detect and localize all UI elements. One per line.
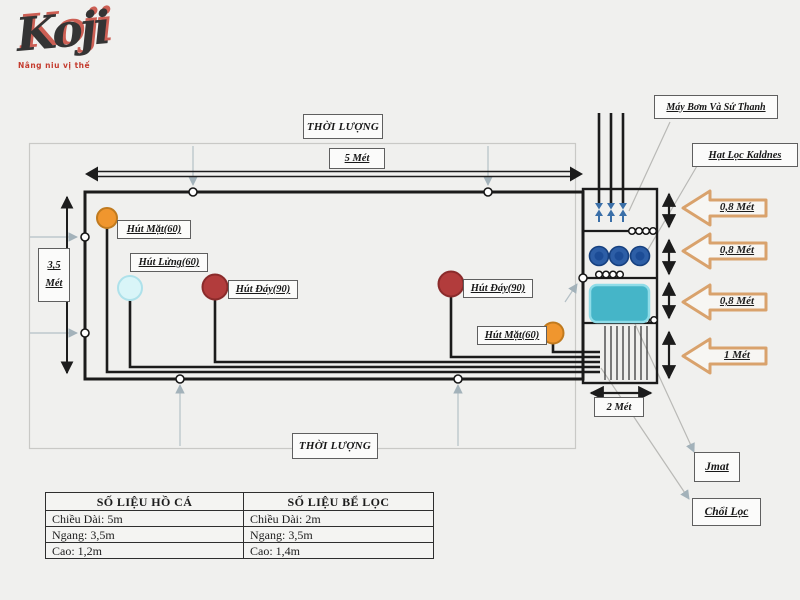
surface-drain-1-icon [96, 207, 118, 229]
pond-length-cell: Chiều Dài: 5m [45, 510, 244, 527]
duration-label-top: THỜI LƯỢNG [303, 114, 383, 139]
depth-arrow-1 [681, 189, 768, 227]
surface-drain-2-label: Hút Mặt(60) [477, 326, 547, 345]
spec-table-header-row: SỐ LIỆU HỒ CÁ SỐ LIỆU BỂ LỌC [45, 492, 434, 511]
duration-label-bottom: THỜI LƯỢNG [292, 433, 378, 459]
pond-width-value: 3,5 [47, 260, 61, 272]
brush-callout-label: Chổi Lọc [692, 498, 761, 526]
brush-pointer-line [600, 367, 690, 500]
bottom-drain-1-icon [201, 273, 229, 301]
length-arrow-right-head [570, 166, 583, 182]
depth-arrow-3-label: 0,8 Mét [719, 295, 755, 307]
depth-arrow-3 [681, 283, 768, 321]
filter-length-cell: Chiều Dài: 2m [243, 510, 434, 527]
spec-table-header-pond: SỐ LIỆU HỒ CÁ [45, 492, 244, 511]
pump-callout-label: Máy Bơm Và Sứ Thanh [654, 95, 778, 119]
spec-table-header-filter: SỐ LIỆU BỂ LỌC [243, 492, 434, 511]
depth-arrow-1-label: 0,8 Mét [719, 201, 755, 213]
pump-pointer-line [628, 121, 671, 212]
pond-length-label: 5 Mét [329, 148, 385, 169]
depth-arrow-2 [681, 232, 768, 270]
jmat-pad-icon [588, 283, 651, 324]
filter-height-cell: Cao: 1,4m [243, 542, 434, 559]
depth-arrow-4 [681, 337, 768, 375]
pond-height-cell: Cao: 1,2m [45, 542, 244, 559]
depth-arrow-2-label: 0,8 Mét [719, 244, 755, 256]
table-row: Ngang: 3,5m Ngang: 3,5m [45, 526, 434, 543]
bottom-drain-1-label: Hút Đáy(90) [228, 280, 298, 299]
drain-pipes [105, 226, 600, 374]
bottom-drain-2-icon [437, 270, 465, 298]
depth-block-arrows [681, 189, 768, 375]
pond-width-unit: Mét [45, 278, 63, 289]
bottom-drain-2-label: Hút Đáy(90) [463, 279, 533, 298]
length-arrow-left-head [85, 166, 98, 182]
koji-logo: Koji Koji Nâng niu vị thế [8, 0, 138, 80]
jmat-callout-label: Jmat [694, 452, 740, 482]
surface-drain-1-label: Hút Mặt(60) [117, 220, 191, 239]
pump-nozzle-icon [619, 203, 627, 216]
filter-brush-icons [604, 326, 648, 380]
pond-width-cell: Ngang: 3,5m [45, 526, 244, 543]
wall-guide-circles [80, 187, 493, 384]
pump-nozzle-icon [595, 203, 603, 216]
depth-arrow-4-label: 1 Mét [724, 349, 750, 361]
filter-box-outline [581, 187, 659, 385]
table-row: Cao: 1,2m Cao: 1,4m [45, 542, 434, 559]
logo-tagline: Nâng niu vị thế [18, 61, 91, 70]
filter-width-label: 2 Mét [594, 397, 644, 417]
pond-width-label: 3,5 Mét [38, 248, 70, 302]
filter-width-cell: Ngang: 3,5m [243, 526, 434, 543]
pump-nozzle-icon [607, 203, 615, 216]
pump-pipes [595, 113, 627, 222]
kaldnes-media-icons [588, 245, 651, 267]
table-row: Chiều Dài: 5m Chiều Dài: 2m [45, 510, 434, 527]
logo-wordmark: Koji [13, 0, 110, 62]
mid-drain-label: Hút Lửng(60) [130, 253, 208, 272]
mid-drain-icon [117, 275, 143, 301]
spec-table: SỐ LIỆU HỒ CÁ SỐ LIỆU BỂ LỌC Chiều Dài: … [45, 492, 434, 559]
kaldnes-callout-label: Hạt Lọc Kaldnes [692, 143, 798, 167]
